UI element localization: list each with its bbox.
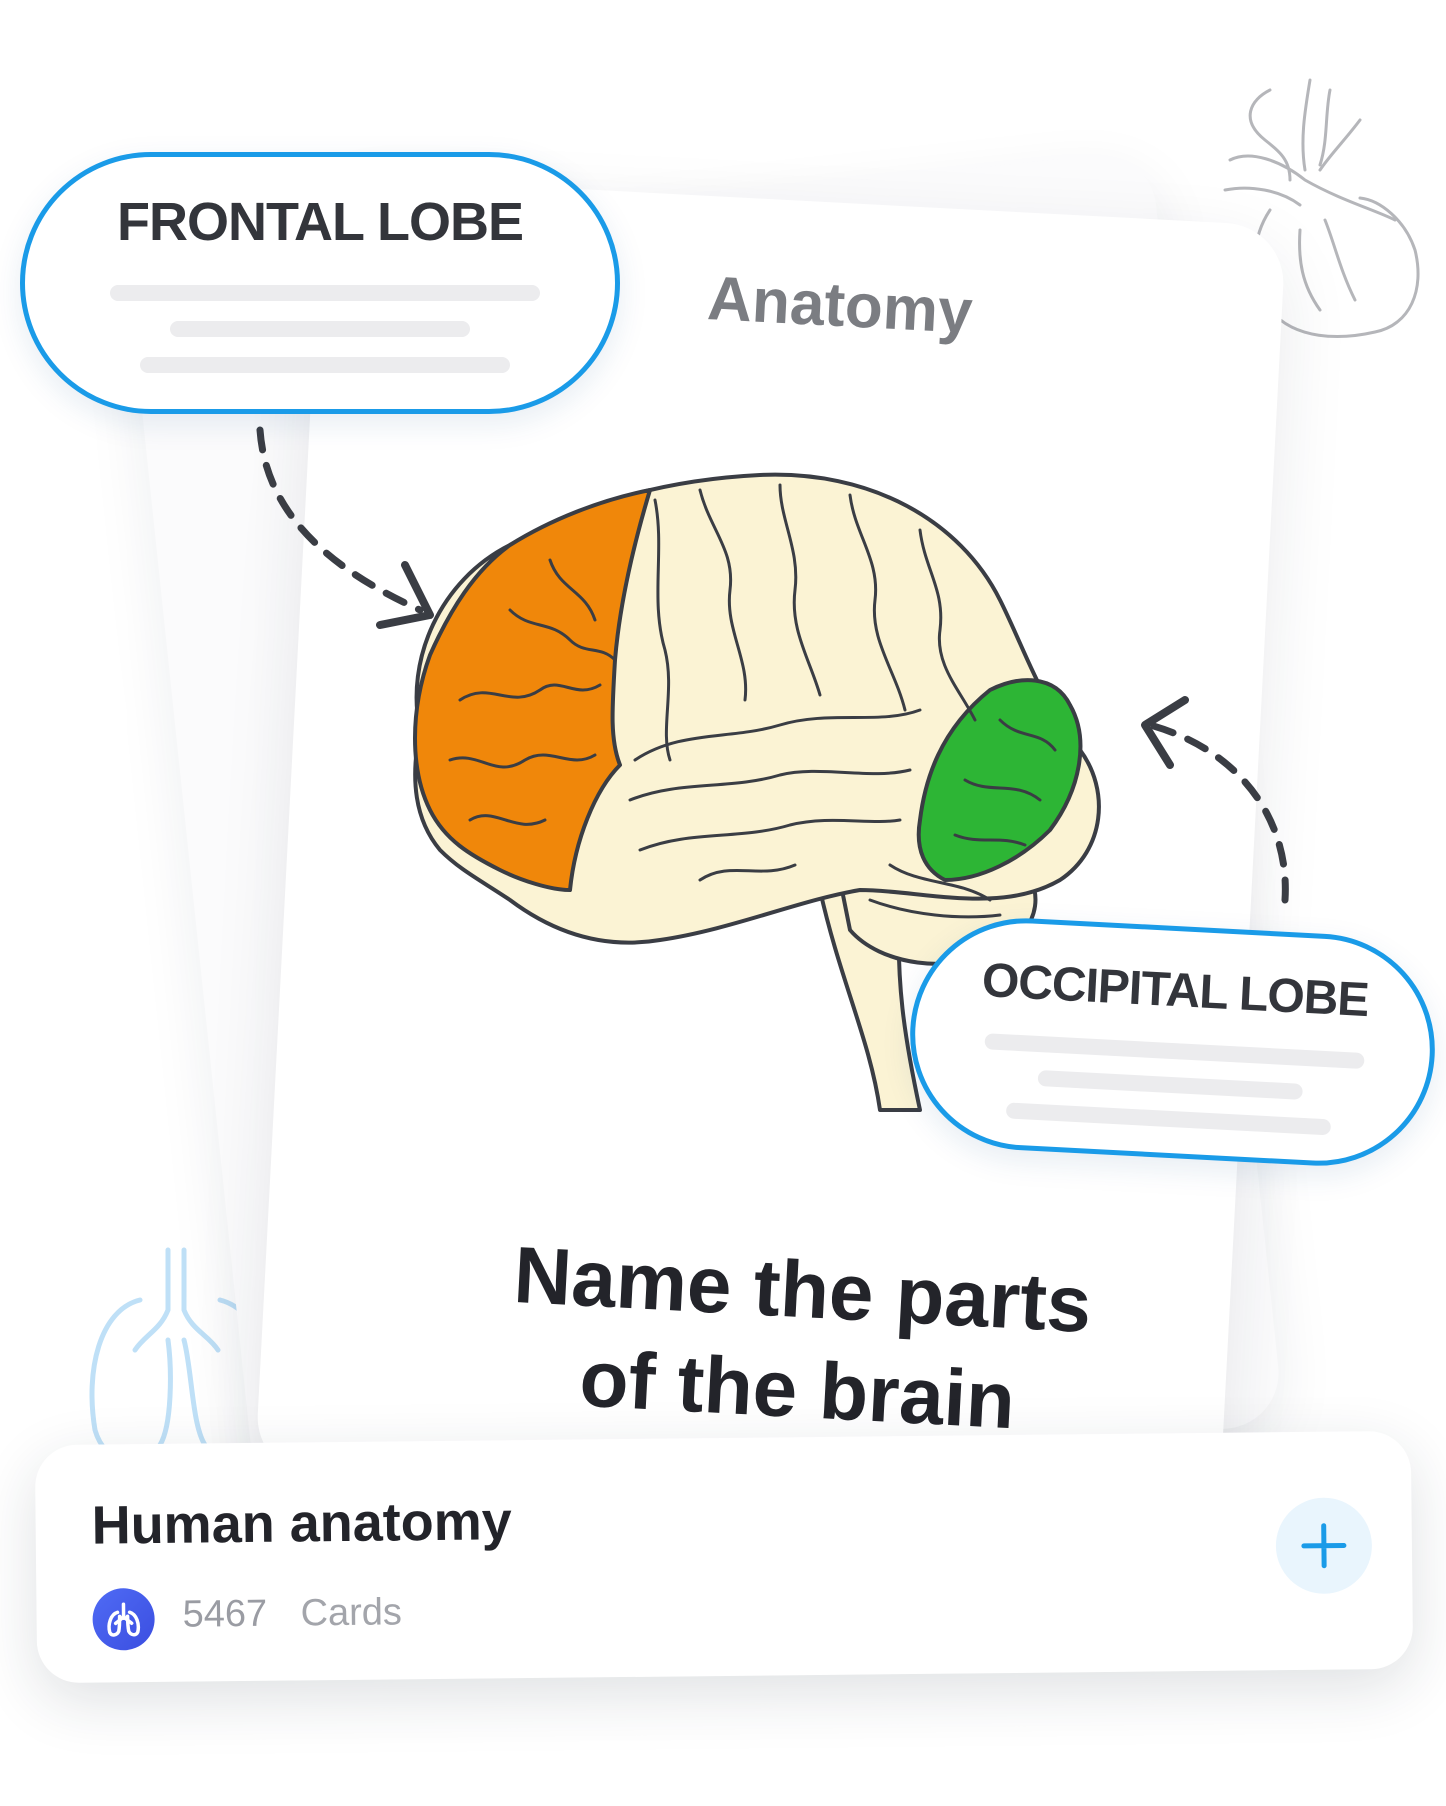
placeholder-line (110, 285, 540, 301)
card-count-unit: Cards (300, 1591, 403, 1635)
arrow-to-occipital-icon (1141, 696, 1289, 904)
card-prompt: Name the parts of the brain (425, 1221, 1174, 1459)
occipital-lobe (916, 678, 1083, 882)
occipital-lobe-label-text: OCCIPITAL LOBE (980, 953, 1370, 1028)
plus-icon (1301, 1523, 1347, 1569)
lungs-icon (92, 1587, 155, 1651)
deck-summary-card[interactable]: Human anatomy 5467 Cards (34, 1430, 1414, 1684)
add-deck-button[interactable] (1275, 1497, 1373, 1595)
arrow-to-frontal-icon (256, 426, 434, 629)
occipital-lobe-label[interactable]: OCCIPITAL LOBE (904, 912, 1441, 1172)
placeholder-line (984, 1033, 1365, 1070)
frontal-lobe-label[interactable]: FRONTAL LOBE (20, 152, 620, 414)
placeholder-line (170, 321, 470, 337)
brain-illustration (413, 472, 1101, 1112)
frontal-lobe (413, 488, 652, 892)
placeholder-line (140, 357, 510, 373)
card-count: 5467 (182, 1592, 268, 1636)
placeholder-line (1005, 1102, 1332, 1136)
deck-name: Human anatomy (91, 1491, 513, 1556)
frontal-lobe-label-text: FRONTAL LOBE (117, 192, 524, 252)
placeholder-line (1037, 1070, 1303, 1100)
